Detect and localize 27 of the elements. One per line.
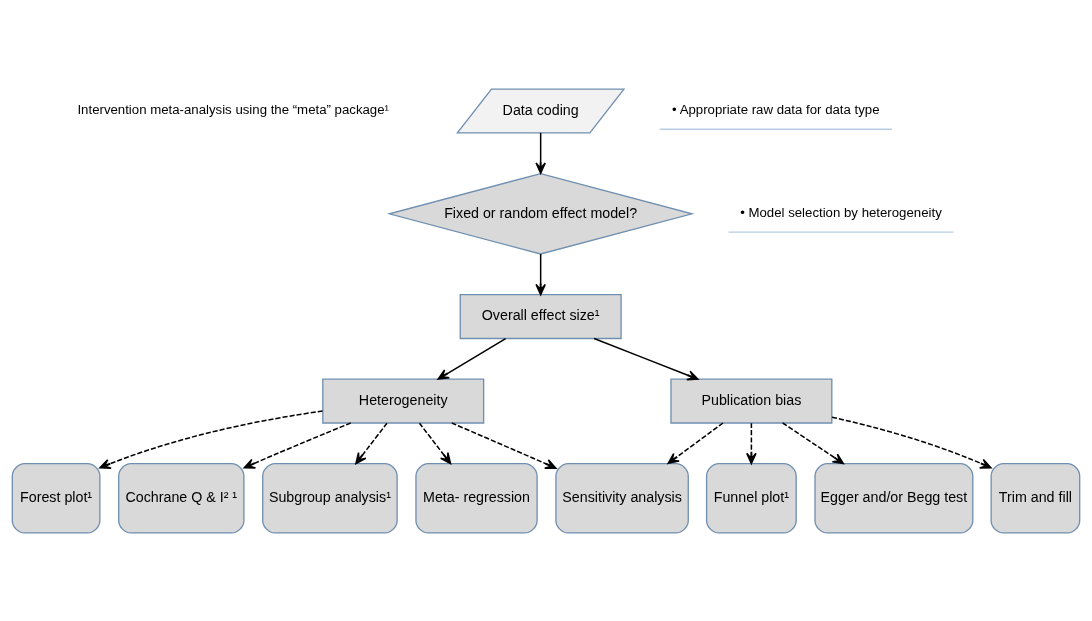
node-box: Funnel plot¹: [705, 462, 797, 534]
arrow: [355, 421, 388, 464]
arrow: [781, 421, 845, 464]
node-diamond: Fixed or random effect model?: [386, 172, 695, 255]
arrow: [746, 421, 757, 464]
arrow: [831, 416, 992, 469]
node-box: Cochrane Q & I² ¹: [118, 462, 245, 534]
arrow: [418, 421, 452, 464]
node-box: Sensitivity analysis: [555, 462, 689, 534]
node-label: • Model selection by heterogeneity: [740, 204, 942, 220]
node-label: • Appropriate raw data for data type: [672, 101, 880, 117]
node-box: Heterogeneity: [322, 378, 485, 424]
arrow: [535, 252, 546, 295]
node-box: Forest plot¹: [11, 462, 101, 534]
node-box: Overall effect size¹: [459, 293, 622, 339]
arrow: [667, 421, 724, 464]
arrow: [535, 131, 546, 174]
node-box: Trim and fill: [990, 462, 1081, 534]
arrow: [243, 421, 352, 469]
arrow: [437, 337, 507, 380]
node-box: Publication bias: [670, 378, 833, 424]
label: Intervention meta-analysis using the “meta” package¹: [77, 101, 389, 117]
arrow: [99, 409, 324, 469]
arrow: [450, 421, 557, 469]
node-box: Subgroup analysis¹: [262, 462, 398, 534]
node-box: Egger and/or Begg test: [814, 462, 974, 534]
node-box: Meta- regression: [415, 462, 538, 534]
